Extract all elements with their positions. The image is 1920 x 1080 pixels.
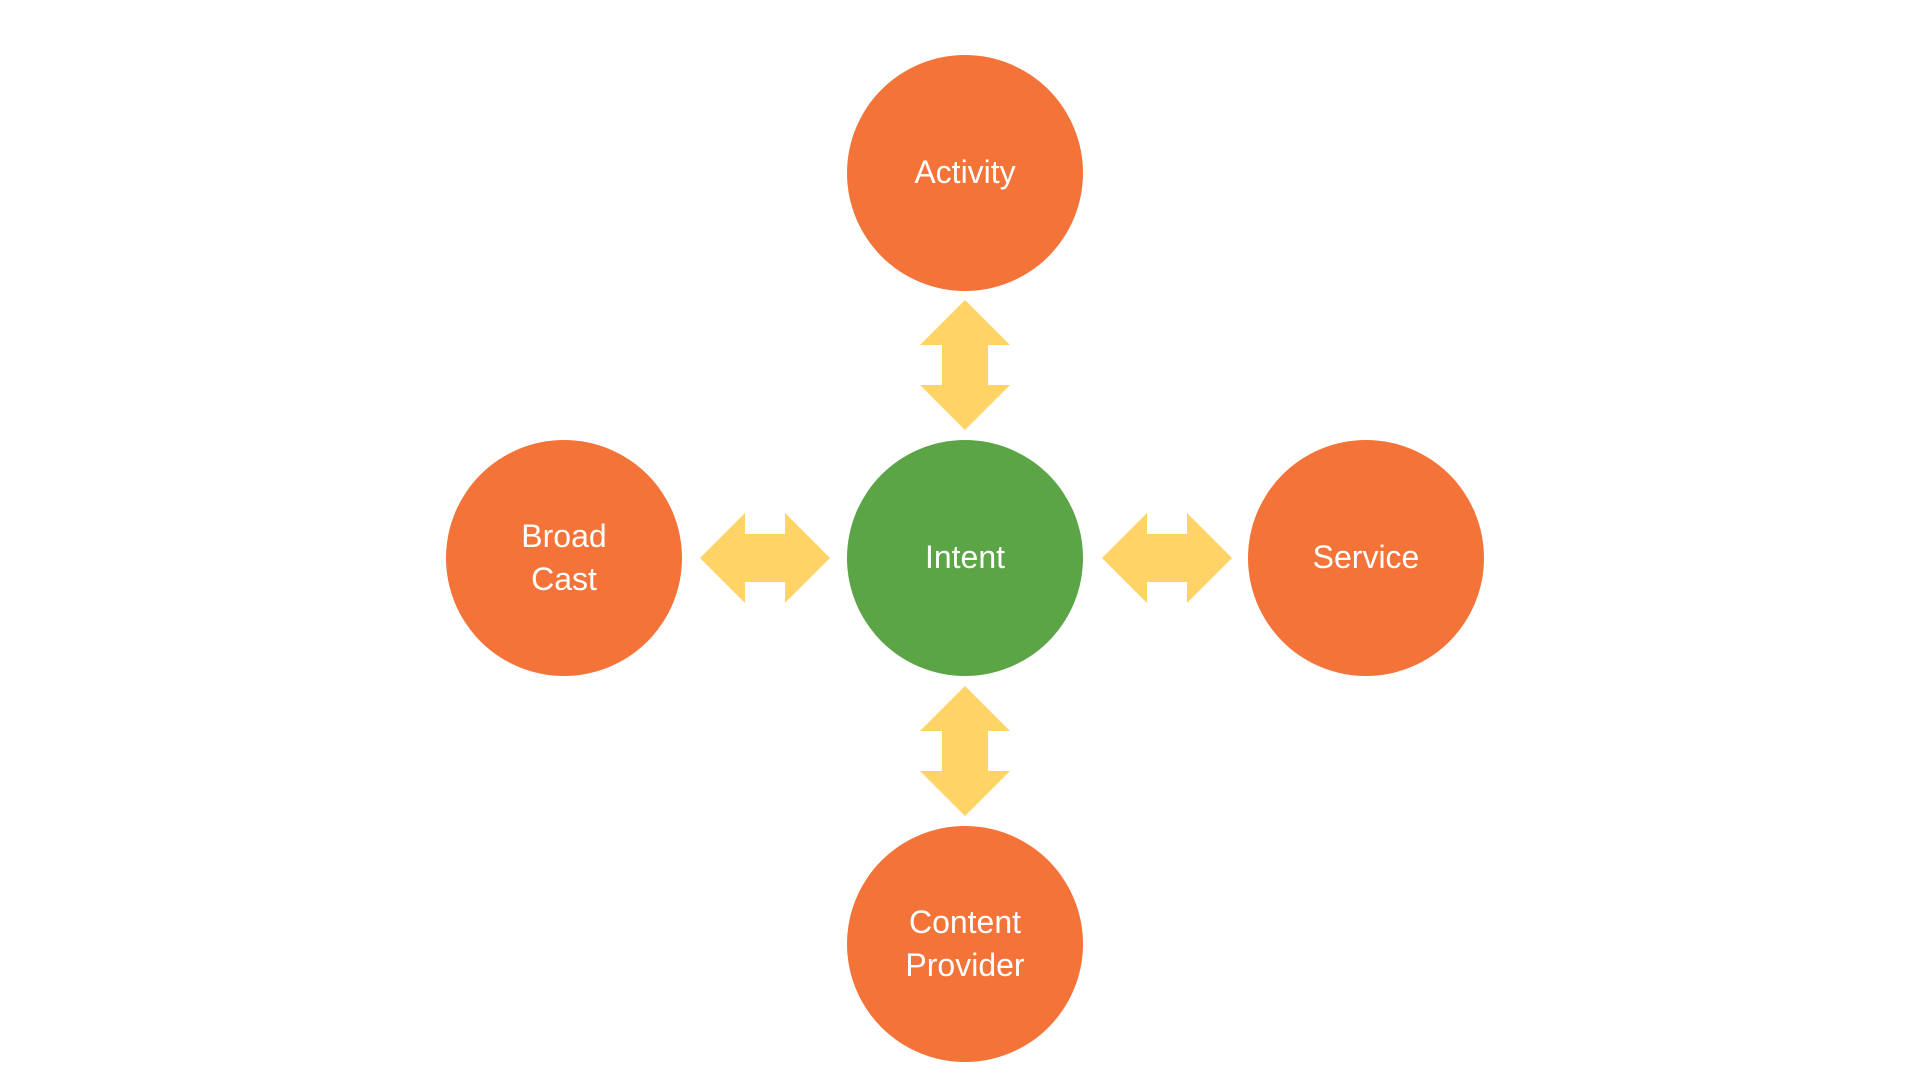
double-arrow-content-provider <box>920 686 1010 816</box>
node-content-provider-label-line-2: Provider <box>905 947 1025 983</box>
node-service-label: Service <box>1313 536 1420 579</box>
node-service-label-line: Service <box>1312 539 1420 576</box>
double-arrow-activity <box>920 300 1010 430</box>
node-broadcast-label: Broad Cast <box>521 515 606 601</box>
node-intent-label: Intent <box>925 536 1005 579</box>
node-intent: Intent <box>847 440 1083 676</box>
node-activity-label: Activity <box>914 151 1015 194</box>
double-arrow-service <box>1102 513 1232 603</box>
node-activity: Activity <box>847 55 1083 291</box>
node-content-provider-label: Content Provider <box>905 901 1024 987</box>
node-content-provider-label-line-1: Content <box>908 903 1022 940</box>
node-broadcast-label-line-2: Cast <box>531 561 597 597</box>
node-broadcast: Broad Cast <box>446 440 682 676</box>
node-activity-label-line: Activity <box>914 154 1016 191</box>
double-arrow-broadcast <box>700 513 830 603</box>
node-service: Service <box>1248 440 1484 676</box>
node-content-provider: Content Provider <box>847 826 1083 1062</box>
node-broadcast-label-line-1: Broad <box>521 517 607 554</box>
node-intent-label-line: Intent <box>924 539 1006 576</box>
